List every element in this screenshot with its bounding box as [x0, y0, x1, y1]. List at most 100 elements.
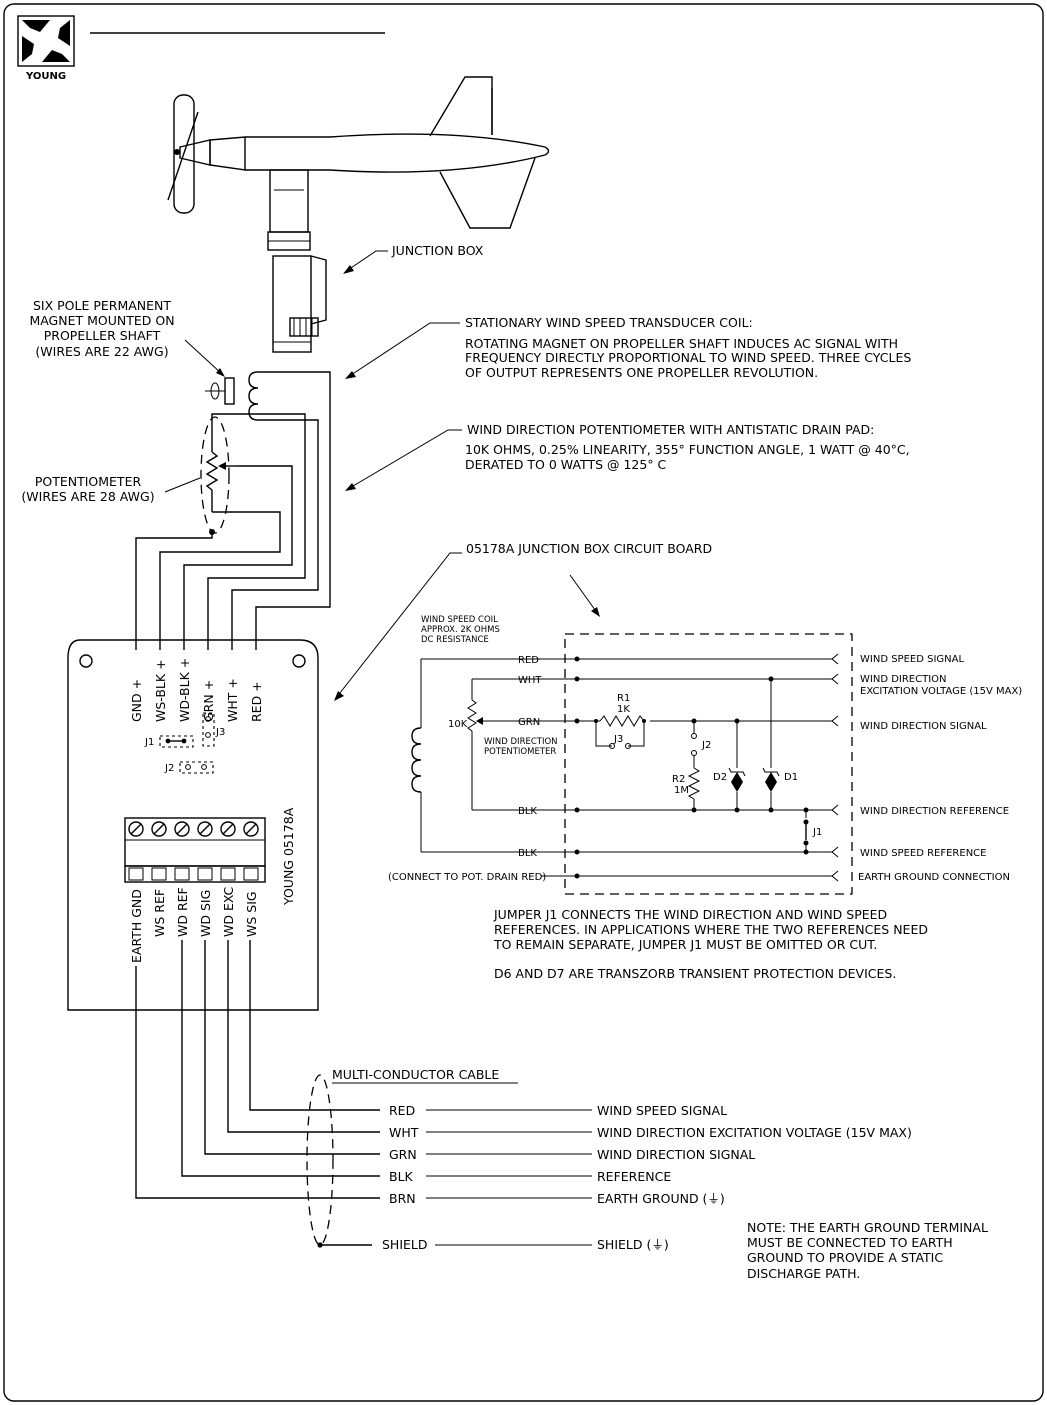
cable-table: MULTI-CONDUCTOR CABLE RED WIND SPEED SIG…	[332, 1067, 912, 1252]
board-j3: J3	[215, 727, 225, 738]
sch-pot-value: 10K	[448, 719, 468, 730]
out-earth-ground: EARTH GROUND CONNECTION	[858, 872, 1010, 883]
cable-row: WHT WIND DIRECTION EXCITATION VOLTAGE (1…	[389, 1125, 912, 1140]
sch-drain-note: (CONNECT TO POT. DRAIN RED)	[388, 872, 546, 883]
young-logo: YOUNG	[17, 15, 75, 82]
sch-wire-wht: WHT	[518, 675, 542, 686]
note-line-3: GROUND TO PROVIDE A STATIC	[747, 1250, 943, 1265]
coil-note-line-2: FREQUENCY DIRECTLY PROPORTIONAL TO WIND …	[465, 350, 911, 365]
ground-note: NOTE: THE EARTH GROUND TERMINAL MUST BE …	[747, 1220, 988, 1281]
sensor-wires	[135, 371, 331, 650]
terminal-block	[124, 817, 266, 883]
cable-color: RED	[389, 1103, 415, 1118]
jumper-note-1: JUMPER J1 CONNECTS THE WIND DIRECTION AN…	[493, 907, 887, 922]
sch-pot-name-2: POTENTIOMETER	[484, 747, 556, 757]
magnet-callout: SIX POLE PERMANENT MAGNET MOUNTED ON PRO…	[29, 298, 225, 377]
coil-callout: STATIONARY WIND SPEED TRANSDUCER COIL: R…	[345, 315, 911, 380]
pot-note-line-1: 10K OHMS, 0.25% LINEARITY, 355° FUNCTION…	[465, 442, 910, 457]
cable-signal: WIND DIRECTION EXCITATION VOLTAGE (15V M…	[597, 1125, 912, 1140]
cable-row: SHIELD SHIELD (⏚)	[382, 1237, 669, 1252]
note-line-1: NOTE: THE EARTH GROUND TERMINAL	[747, 1220, 988, 1235]
board-callout	[334, 552, 462, 701]
pot-label-2: (WIRES ARE 28 AWG)	[21, 489, 154, 504]
junction-box-label: JUNCTION BOX	[391, 243, 484, 258]
logo-text: YOUNG	[25, 71, 66, 82]
page-border	[3, 3, 1044, 1402]
cable-color: BLK	[389, 1169, 414, 1184]
magnet-label-4: (WIRES ARE 22 AWG)	[35, 344, 168, 359]
sch-wire-blk-2: BLK	[518, 848, 537, 859]
sch-r2-name: R2	[672, 774, 685, 785]
out-wind-speed-signal: WIND SPEED SIGNAL	[860, 654, 964, 665]
circuit-board: GND + WS-BLK + WD-BLK + GRN + WHT + RED …	[67, 639, 319, 1011]
out-wind-direction-reference: WIND DIRECTION REFERENCE	[860, 806, 1009, 817]
board-j2: J2	[164, 763, 174, 774]
note-line-2: MUST BE CONNECTED TO EARTH	[747, 1235, 953, 1250]
terminal-wd-ref: WD REF	[175, 887, 190, 937]
sch-j3: J3	[613, 734, 623, 745]
magnet-and-coil	[205, 371, 268, 421]
terminal-wd-sig: WD SIG	[198, 890, 213, 937]
sch-wire-grn: GRN	[518, 717, 540, 728]
jumper-note-2: REFERENCES. IN APPLICATIONS WHERE THE TW…	[494, 922, 928, 937]
cable-shield-oval	[306, 1074, 334, 1246]
cable-signal: EARTH GROUND (⏚)	[597, 1191, 725, 1206]
cable-color: WHT	[389, 1125, 419, 1140]
sch-j2: J2	[701, 740, 711, 751]
sch-wire-blk-1: BLK	[518, 806, 537, 817]
terminal-ws-ref: WS REF	[152, 889, 167, 937]
cable-color: BRN	[389, 1191, 416, 1206]
terminal-ws-blk: WS-BLK +	[153, 659, 168, 722]
potentiometer-symbol	[205, 436, 238, 535]
terminal-ws-sig: WS SIG	[244, 891, 259, 937]
cable-row: GRN WIND DIRECTION SIGNAL	[389, 1147, 755, 1162]
cable-signal: WIND SPEED SIGNAL	[597, 1103, 727, 1118]
pot-label-1: POTENTIOMETER	[35, 474, 142, 489]
note-line-4: DISCHARGE PATH.	[747, 1266, 860, 1281]
cable-row: BRN EARTH GROUND (⏚)	[389, 1191, 725, 1206]
pot-note-callout: WIND DIRECTION POTENTIOMETER WITH ANTIST…	[345, 422, 910, 491]
pot-shield-oval	[200, 416, 230, 534]
transzorb-note: D6 AND D7 ARE TRANSZORB TRANSIENT PROTEC…	[494, 966, 896, 981]
terminal-wd-blk: WD-BLK +	[177, 658, 192, 722]
terminal-earth-gnd: EARTH GND	[129, 889, 144, 963]
sch-wire-red: RED	[518, 655, 539, 666]
magnet-label-2: MAGNET MOUNTED ON	[29, 313, 174, 328]
bottom-terminals: EARTH GND WS REF WD REF WD SIG WD EXC WS…	[129, 886, 259, 963]
coil-note-1: WIND SPEED COIL	[421, 615, 498, 625]
pot-callout: POTENTIOMETER (WIRES ARE 28 AWG)	[21, 474, 201, 504]
board-jumpers: J1 J2 J3	[144, 712, 225, 774]
terminal-red: RED +	[249, 681, 264, 722]
coil-note-line-1: ROTATING MAGNET ON PROPELLER SHAFT INDUC…	[465, 336, 898, 351]
magnet-label-3: PROPELLER SHAFT	[44, 328, 161, 343]
schematic-title: 05178A JUNCTION BOX CIRCUIT BOARD	[466, 541, 712, 556]
top-terminals: GND + WS-BLK + WD-BLK + GRN + WHT + RED …	[129, 658, 264, 722]
circuit-schematic: 05178A JUNCTION BOX CIRCUIT BOARD WIND S…	[388, 541, 1022, 981]
out-wind-speed-reference: WIND SPEED REFERENCE	[860, 848, 986, 859]
sch-r1-value: 1K	[617, 704, 630, 715]
cable-row: RED WIND SPEED SIGNAL	[389, 1103, 727, 1118]
out-wind-direction: WIND DIRECTION	[860, 674, 947, 685]
cable-row: BLK REFERENCE	[389, 1169, 671, 1184]
sch-j1: J1	[812, 827, 822, 838]
out-excitation-voltage: EXCITATION VOLTAGE (15V MAX)	[860, 686, 1022, 697]
sch-d1: D1	[784, 772, 798, 783]
sch-pot-name-1: WIND DIRECTION	[484, 737, 558, 747]
coil-note-title: STATIONARY WIND SPEED TRANSDUCER COIL:	[465, 315, 753, 330]
cable-signal: WIND DIRECTION SIGNAL	[597, 1147, 755, 1162]
cable-signal: REFERENCE	[597, 1169, 671, 1184]
cable-color: SHIELD	[382, 1237, 428, 1252]
terminal-gnd: GND +	[129, 679, 144, 722]
wind-sensor-drawing	[167, 76, 550, 353]
terminal-grn: GRN +	[201, 680, 216, 722]
pot-note-title: WIND DIRECTION POTENTIOMETER WITH ANTIST…	[467, 422, 874, 437]
cable-color: GRN	[389, 1147, 417, 1162]
coil-note-2: APPROX. 2K OHMS	[421, 625, 500, 635]
out-wind-direction-signal: WIND DIRECTION SIGNAL	[860, 721, 987, 732]
board-model: YOUNG 05178A	[281, 807, 296, 906]
sch-r2-value: 1M	[674, 785, 689, 796]
cable-signal: SHIELD (⏚)	[597, 1237, 669, 1252]
coil-note-3: DC RESISTANCE	[421, 635, 489, 645]
sch-d2: D2	[713, 772, 727, 783]
